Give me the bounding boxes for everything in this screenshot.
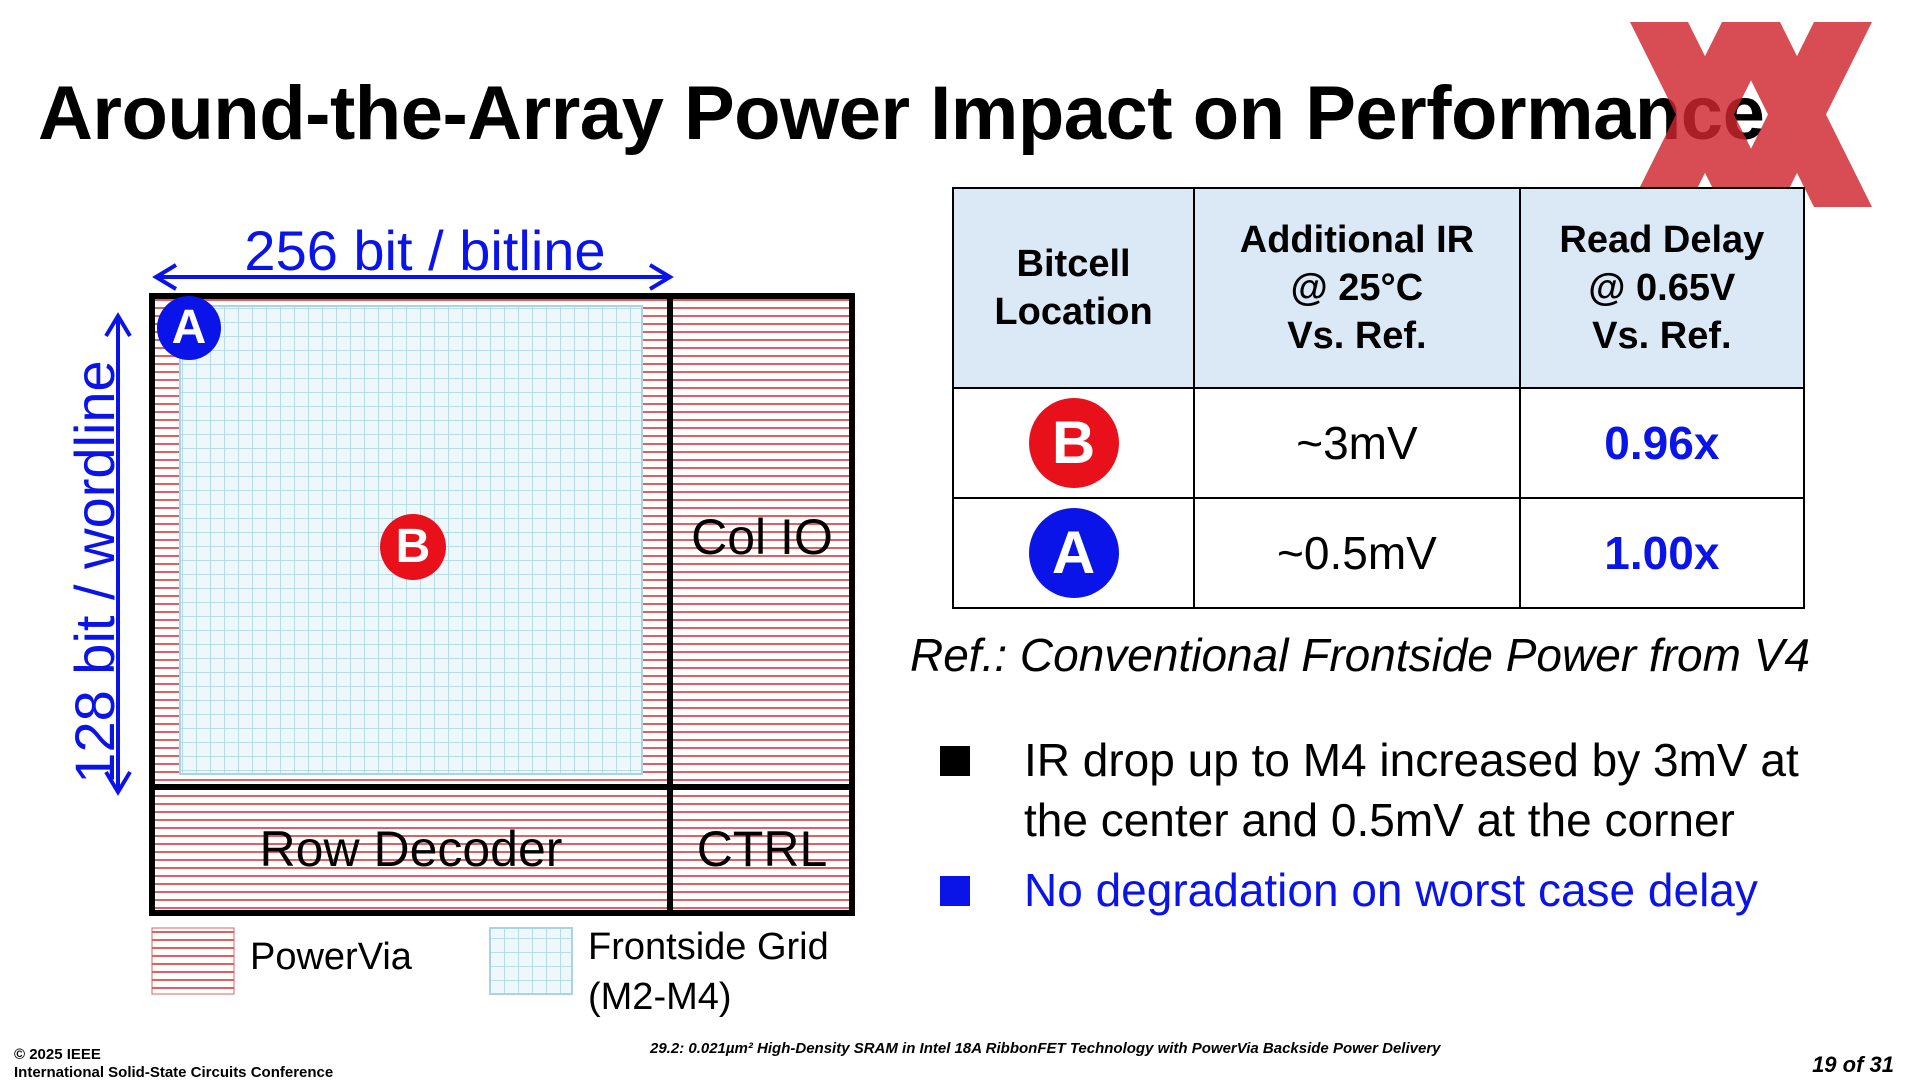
legend-powervia-label: PowerVia [250, 936, 412, 978]
row-decoder-label: Row Decoder [259, 821, 563, 877]
logo-stroke [1722, 22, 1872, 207]
legend-powervia-swatch [151, 927, 235, 995]
legend-frontside-line2: (M2-M4) [588, 976, 732, 1018]
cell-location: B [951, 387, 1196, 499]
legend-frontside-label: Frontside Grid (M2-M4) [588, 922, 829, 1022]
cell-ir: ~0.5mV [1193, 497, 1521, 609]
bitline-label: 256 bit / bitline [244, 219, 606, 282]
marker-a-badge: A [1028, 508, 1119, 598]
marker-a-circle [157, 296, 221, 360]
legend-grid-swatch [489, 927, 573, 995]
cell-ir: ~3mV [1193, 387, 1521, 499]
footer-paper-title: 29.2: 0.021µm² High-Density SRAM in Inte… [650, 1040, 1441, 1057]
legend-frontside-line1: Frontside Grid [588, 926, 829, 968]
marker-a-label: A [171, 301, 207, 354]
page-number: 19 of 31 [1812, 1052, 1894, 1077]
table-row: A ~0.5mV 1.00x [951, 497, 1806, 609]
ir-delay-table: Bitcell Location Additional IR @ 25°C Vs… [951, 187, 1806, 609]
bullet-item: No degradation on worst case delay [940, 860, 1799, 920]
cell-delay: 0.96x [1518, 387, 1806, 499]
bullet-list: IR drop up to M4 increased by 3mV at the… [940, 730, 1799, 930]
table-row: B ~3mV 0.96x [951, 387, 1806, 499]
bullet-square-icon [940, 746, 970, 776]
bitline-arrow [152, 263, 674, 291]
cell-delay: 1.00x [1518, 497, 1806, 609]
footer-copyright: © 2025 IEEE International Solid-State Ci… [14, 1046, 334, 1081]
bullet-square-icon [940, 876, 970, 906]
marker-b-circle [380, 514, 446, 580]
wordline-arrow [104, 312, 132, 796]
col-io-label: Col IO [691, 509, 833, 565]
header-read-delay: Read Delay @ 0.65V Vs. Ref. [1518, 187, 1806, 389]
header-additional-ir: Additional IR @ 25°C Vs. Ref. [1193, 187, 1521, 389]
cell-location: A [951, 497, 1196, 609]
table-header-row: Bitcell Location Additional IR @ 25°C Vs… [951, 187, 1806, 389]
ctrl-label: CTRL [696, 821, 828, 877]
logo [1630, 22, 1872, 207]
wordline-label: 128 bit / wordline [63, 360, 126, 784]
logo-stroke [1630, 22, 1780, 207]
header-bitcell-location: Bitcell Location [951, 187, 1196, 389]
slide-title: Around-the-Array Power Impact on Perform… [38, 71, 1765, 156]
marker-b-badge: B [1028, 398, 1119, 488]
array-outline [149, 293, 855, 916]
array-diagram [104, 263, 855, 995]
marker-b-label: B [395, 520, 431, 573]
reference-note: Ref.: Conventional Frontside Power from … [910, 629, 1810, 681]
bullet-item: IR drop up to M4 increased by 3mV at the… [940, 730, 1799, 850]
